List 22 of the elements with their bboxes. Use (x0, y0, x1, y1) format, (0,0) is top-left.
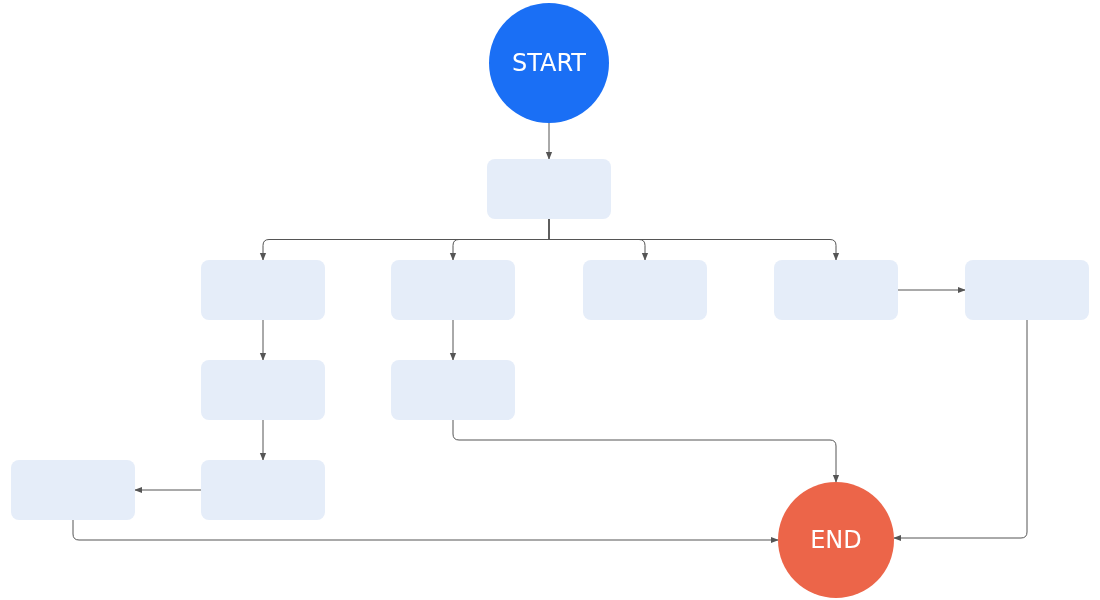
arrow (545, 122, 553, 160)
process-box (583, 260, 707, 320)
arrow (449, 319, 457, 361)
arrow (548, 218, 840, 261)
arrow (72, 519, 779, 544)
terminal-label: END (810, 526, 862, 554)
arrow (134, 486, 202, 494)
process-box (201, 260, 325, 320)
process-box (391, 360, 515, 420)
process-box (391, 260, 515, 320)
terminal-label: START (511, 49, 586, 77)
arrow (259, 419, 267, 461)
process-box (201, 460, 325, 520)
arrow (259, 319, 267, 361)
process-box (201, 360, 325, 420)
process-box (965, 260, 1089, 320)
arrow (897, 286, 966, 294)
process-box (487, 159, 611, 219)
process-box (774, 260, 898, 320)
process-box (11, 460, 135, 520)
arrow (452, 419, 840, 483)
arrow (893, 319, 1028, 542)
